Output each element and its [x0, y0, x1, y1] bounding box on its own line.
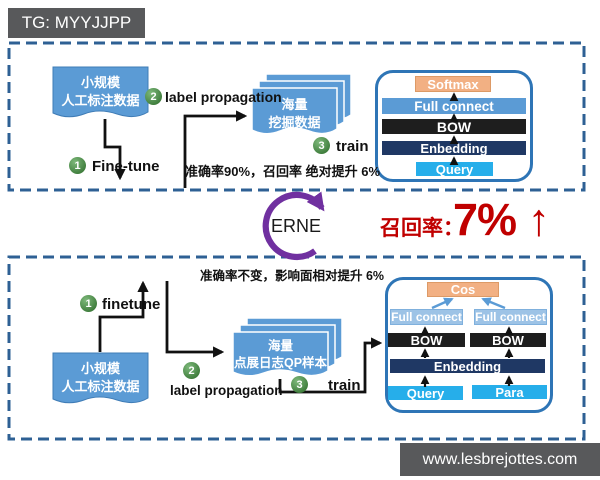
watermark-top-text: TG: MYYJJPP — [21, 13, 132, 32]
top-net-query-input: Query — [416, 162, 493, 177]
watermark-top-banner: TG: MYYJJPP — [8, 8, 145, 38]
bottom-metrics-text: 准确率不变，影响面相对提升 6% — [200, 269, 385, 283]
bottom-step1-label: finetune — [102, 296, 161, 313]
top-step3-badge: 3 — [313, 137, 330, 154]
top-net-embedding-layer: Enbedding — [382, 141, 526, 156]
ernie-model-label: ERNE — [270, 216, 321, 236]
top-step1-badge: 1 — [69, 157, 86, 174]
bottom-net-bow-left-layer: BOW — [388, 333, 465, 348]
bottom-mined-doc-label: 海量 点展日志QP样本 — [233, 339, 328, 370]
bottom-net-bow-right-layer: BOW — [470, 333, 546, 348]
top-step3-label: train — [336, 138, 369, 155]
top-step2-badge: 2 — [145, 88, 162, 105]
watermark-bottom-text: www.lesbrejottes.com — [422, 450, 578, 468]
bottom-label-propagation-arrow — [165, 281, 225, 358]
bottom-net-para-input: Para — [472, 385, 547, 400]
bottom-net-query-input: Query — [388, 386, 463, 401]
recall-metric-label: 召回率： — [380, 217, 464, 240]
top-source-doc-label: 小规模 人工标注数据 — [61, 75, 140, 108]
top-net-bow-layer: BOW — [382, 119, 526, 135]
bottom-step2-label: label propagation — [170, 383, 283, 398]
bottom-step3-label: train — [328, 377, 361, 394]
watermark-bottom-banner: www.lesbrejottes.com — [400, 443, 600, 476]
bottom-source-doc-label: 小规模 人工标注数据 — [61, 361, 140, 394]
top-net-softmax-layer: Softmax — [415, 76, 491, 92]
bottom-net-fullconnect-left-layer: Full connect — [390, 309, 463, 325]
top-mined-doc-label: 海量 挖掘数据 — [268, 97, 321, 130]
top-step1-label: Fine-tune — [92, 158, 160, 175]
top-metrics-text: 准确率90%，召回率 绝对提升 6% — [185, 164, 381, 179]
bottom-net-embedding-layer: Enbedding — [390, 359, 545, 374]
bottom-finetune-arrow — [98, 280, 149, 352]
top-net-fullconnect-layer: Full connect — [382, 98, 526, 114]
bottom-step1-badge: 1 — [80, 295, 97, 312]
bottom-net-cos-layer: Cos — [427, 282, 499, 297]
bottom-step2-badge: 2 — [183, 362, 200, 379]
bottom-step3-badge: 3 — [291, 376, 308, 393]
bottom-net-fullconnect-right-layer: Full connect — [474, 309, 547, 325]
recall-metric-value: 7% ↑ — [453, 194, 550, 245]
